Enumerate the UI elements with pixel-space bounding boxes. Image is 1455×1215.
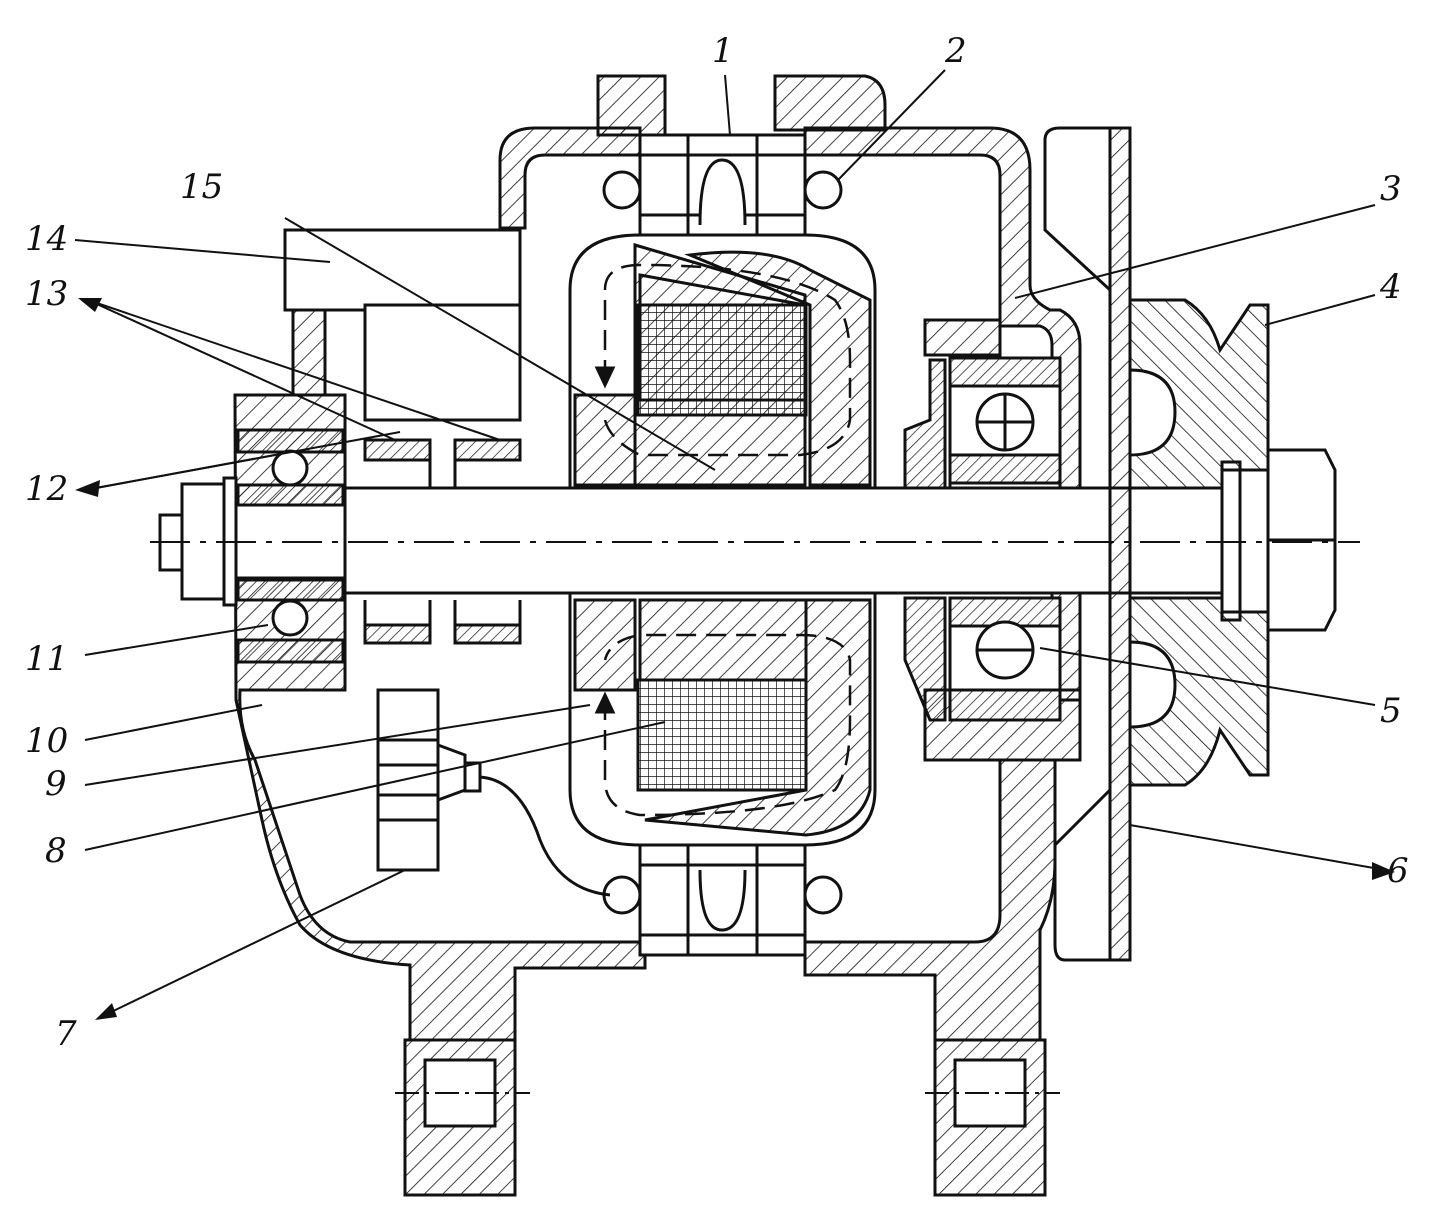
callout-11: 11 [25,639,68,679]
stator-winding-top-left [602,170,642,210]
top-lug-right [773,74,887,132]
slip-rings [283,228,522,645]
callout-14: 14 [25,219,68,259]
diode-terminal [463,761,482,793]
slip-ring-1-top [363,438,432,462]
pulley-and-fan [1043,126,1270,962]
stator-winding-top-right [803,170,843,210]
flux-path-upper [603,263,852,457]
brush-holder-body [363,303,522,422]
callout-8: 8 [45,831,67,871]
left-bearing-ball-top [271,449,309,487]
fan-blade-upper [1043,126,1112,294]
callout-2: 2 [944,31,967,71]
stator-slot-top [698,158,747,226]
callout-9: 9 [45,764,67,804]
stator-winding-bottom-right [803,875,843,915]
callout-10: 10 [25,721,68,761]
mounting-feet [395,1038,1060,1197]
callout-labels: 1 2 3 4 5 6 7 8 9 10 11 12 13 14 15 [25,31,1409,1054]
right-bearing-seal-upper [903,358,947,490]
slip-ring-2-top [453,438,522,462]
rotor-shaft [343,486,1227,595]
field-coil-upper [636,303,808,417]
upper-housing-shell-right [803,126,1082,702]
callout-15: 15 [180,167,223,207]
claw-pole-lower-right [644,598,872,837]
fan-blade-lower [1053,786,1112,962]
claw-pole-lower-left [573,598,637,692]
right-bearing-seal-lower [903,596,947,722]
brush-holder [283,228,522,312]
fan-disk [1108,126,1132,962]
left-bearing-ball-bottom [271,599,309,637]
pulley-lower [1128,596,1270,787]
pulley-groove-lower [1128,640,1177,729]
leader-lines [74,69,1386,1016]
callout-5: 5 [1380,691,1402,731]
left-upper-shield [291,298,327,397]
claw-pole-upper-right [684,250,872,487]
diode-lead-wire [479,775,611,897]
right-bearing-outer-top [948,356,1062,388]
claw-pole-lower [638,598,808,682]
callout-3: 3 [1380,169,1402,209]
flux-path-lower [603,633,852,817]
left-bearing-inner-top [236,483,345,507]
callout-1: 1 [712,31,734,71]
right-bearing-outer-bottom [948,688,1062,722]
left-bearing-inner-bottom [236,578,345,602]
callout-6: 6 [1387,851,1409,891]
rectifier-diode [376,688,611,897]
slip-ring-1-bottom [363,623,432,645]
left-bearing-outer-top [236,428,345,454]
flux-arrow-upper [594,366,616,389]
right-bearing [903,356,1062,722]
diode-body [436,742,467,803]
callout-12: 12 [25,469,68,509]
callout-13: 13 [25,274,68,314]
pulley-groove-upper [1128,368,1177,457]
diode-heatsink [376,688,440,872]
field-coil-lower [636,678,808,792]
stator-slot-bottom [698,869,747,932]
right-bearing-inner-top [948,453,1062,485]
right-bearing-shield-upper [923,318,1002,357]
claw-pole-upper-left [573,393,637,487]
slip-ring-2-bottom [453,623,522,645]
callout-7: 7 [55,1014,77,1054]
top-mounting-lug [596,74,667,137]
leader-arrowheads [75,298,1395,1020]
callout-4: 4 [1379,267,1402,307]
shaft [150,448,1360,632]
flux-arrow-lower [594,691,616,714]
left-bearing [236,428,345,664]
left-bearing-outer-bottom [236,638,345,664]
